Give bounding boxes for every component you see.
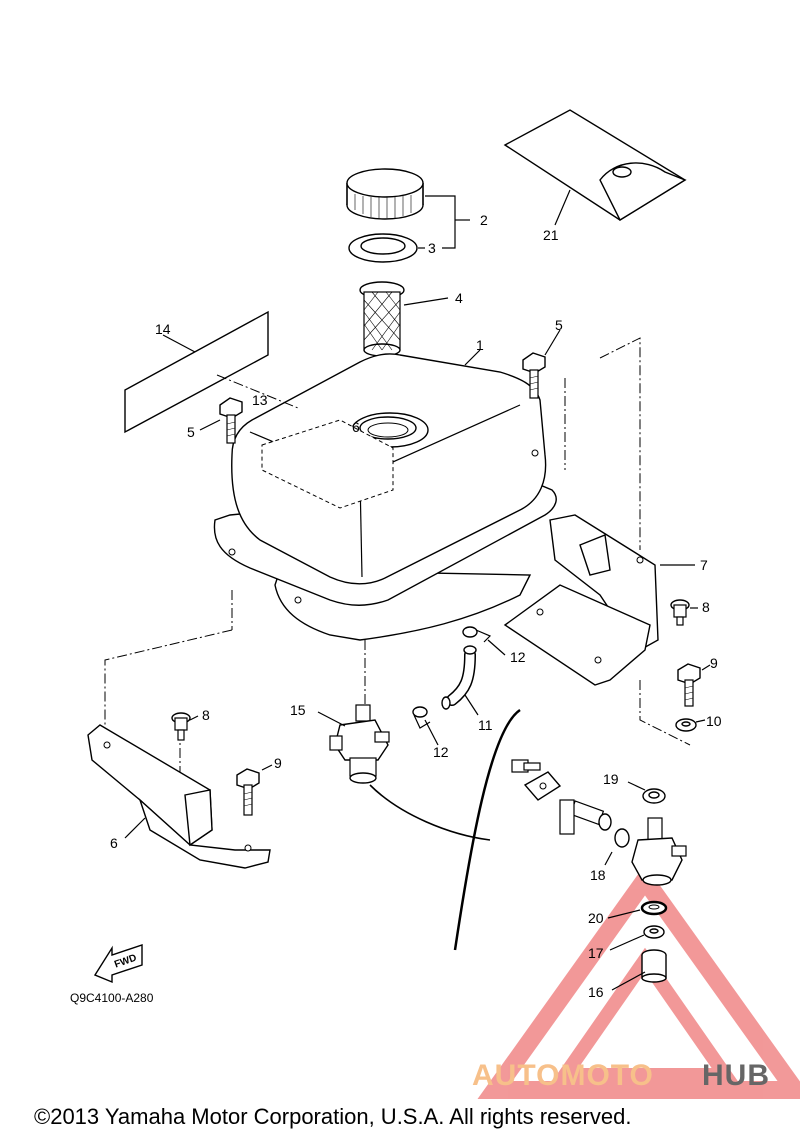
detail-lever — [559, 799, 612, 835]
part-12-clamp-lower — [412, 706, 439, 746]
callout-11: 11 — [478, 717, 493, 733]
callout-9-right: 9 — [710, 655, 718, 671]
callout-5-left: 5 — [187, 424, 195, 440]
part-3-gasket — [348, 233, 425, 263]
part-4-fuel-strainer — [359, 281, 449, 357]
part-21-label — [503, 109, 687, 226]
part-19-washer — [627, 781, 666, 804]
part-20-gasket — [607, 900, 668, 919]
copyright-footer: ©2013 Yamaha Motor Corporation, U.S.A. A… — [34, 1104, 631, 1129]
watermark-text-hub: HUB — [702, 1059, 770, 1092]
callout-21: 21 — [543, 227, 559, 243]
callout-1: 1 — [476, 337, 484, 353]
callout-6: 6 — [110, 835, 118, 851]
callout-10: 10 — [706, 713, 722, 729]
detail-fuel-cock-body — [631, 817, 687, 886]
detail-plate — [523, 771, 562, 801]
callout-13: 13 — [252, 392, 268, 408]
part-9-bolt-right — [677, 663, 711, 707]
part-11-fuel-hose — [441, 645, 479, 716]
watermark-triangle-logo — [477, 864, 800, 1099]
part-6-bracket-left — [87, 724, 271, 869]
part-2-fuel-cap — [346, 168, 470, 249]
part-8-damper-left — [171, 712, 199, 741]
part-7-bracket-right — [503, 514, 695, 686]
callout-16: 16 — [588, 984, 604, 1000]
watermark-brand-text: AUTOMOTO HUB — [472, 1059, 770, 1092]
part-5-bolt-right — [522, 329, 561, 399]
part-10-washer — [675, 718, 706, 732]
part-15-fuel-cock — [317, 704, 390, 784]
callout-6-tank: 6 — [352, 419, 360, 435]
callout-labels: 2 3 4 21 5 1 14 13 5 6 7 8 12 9 15 8 11 … — [110, 212, 722, 1000]
part-8-damper-right — [670, 599, 698, 626]
callout-20: 20 — [588, 910, 604, 926]
fwd-direction-arrow: FWD — [93, 944, 143, 984]
part-14-label — [124, 310, 269, 434]
diagram-code: Q9C4100-A280 — [70, 991, 154, 1005]
part-5-bolt-left — [199, 397, 243, 444]
part-9-bolt-left — [236, 764, 273, 816]
callout-12-upper: 12 — [510, 649, 526, 665]
callout-19: 19 — [603, 771, 619, 787]
part-1-fuel-tank — [213, 349, 557, 641]
callout-17: 17 — [588, 945, 604, 961]
callout-14: 14 — [155, 321, 171, 337]
callout-7: 7 — [700, 557, 708, 573]
detail-callout-bracket — [369, 708, 521, 951]
callout-8-right: 8 — [702, 599, 710, 615]
callout-2: 2 — [480, 212, 488, 228]
part-12-clamp-upper — [462, 626, 506, 656]
detail-screw — [511, 759, 541, 773]
callout-9-left: 9 — [274, 755, 282, 771]
part-16-sediment-cup — [611, 949, 667, 991]
callout-5-right: 5 — [555, 317, 563, 333]
callout-12-lower: 12 — [433, 744, 449, 760]
part-18-o-ring — [604, 828, 630, 866]
callout-3: 3 — [428, 240, 436, 256]
watermark-text-automoto: AUTOMOTO — [472, 1059, 654, 1092]
part-17-washer — [609, 925, 665, 951]
callout-18: 18 — [590, 867, 606, 883]
callout-4: 4 — [455, 290, 463, 306]
callout-8-left: 8 — [202, 707, 210, 723]
callout-15: 15 — [290, 702, 306, 718]
